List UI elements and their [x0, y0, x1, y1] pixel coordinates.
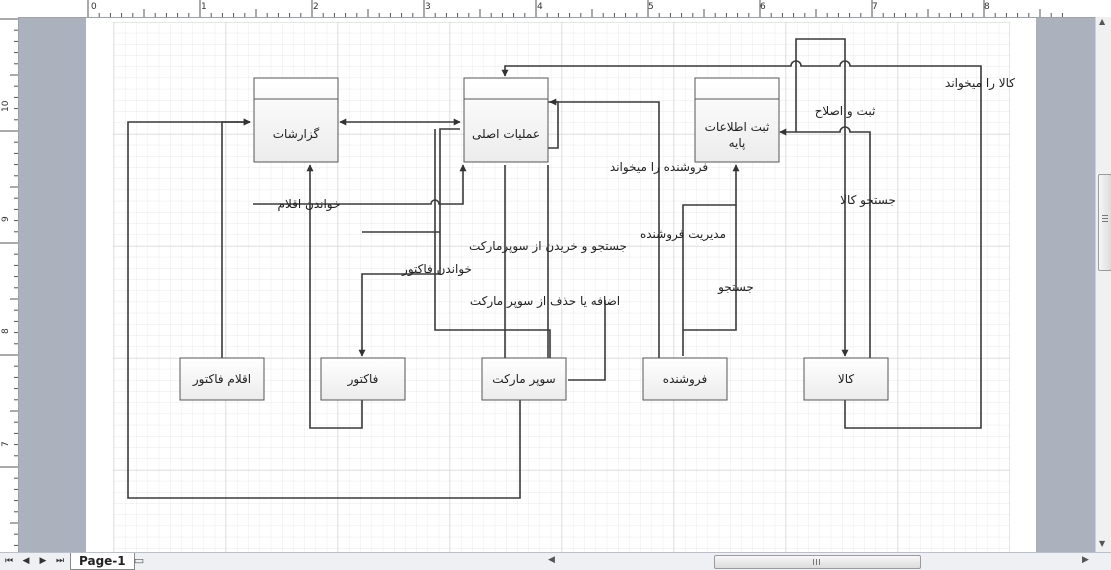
- ruler-top-8: 8: [984, 2, 990, 12]
- connector-search-goods: [795, 38, 849, 357]
- shape-main-ops-label: عملیات اصلی: [472, 127, 540, 141]
- ruler-left-7: 7: [1, 441, 11, 447]
- ruler-top-5: 5: [648, 2, 654, 12]
- label-search-buy[interactable]: جستجو و خریدن از سوپرمارکت: [469, 239, 627, 254]
- vertical-scrollbar[interactable]: ▲ ▼: [1095, 17, 1111, 552]
- ruler-top-7: 7: [872, 2, 878, 12]
- shape-seller-label: فروشنده: [663, 372, 707, 387]
- connector-main-to-supermarket-left: [434, 129, 551, 358]
- label-reads-seller[interactable]: فروشنده را میخواند: [610, 160, 708, 175]
- ruler-top-3: 3: [425, 2, 431, 12]
- connector-seller-mgmt: [682, 164, 740, 356]
- insert-page-icon[interactable]: ▭: [133, 554, 145, 567]
- label-add-remove[interactable]: اضافه یا حذف از سوپر مارکت: [470, 294, 620, 309]
- connector-add-remove: [568, 300, 606, 381]
- horizontal-scrollbar[interactable]: ◀ ▶: [546, 554, 1094, 569]
- shape-supermarket[interactable]: سوپر مارکت: [481, 357, 567, 401]
- vertical-ruler-ticks: 10 9 8 7: [0, 18, 18, 546]
- ruler-top-4: 4: [537, 2, 543, 12]
- label-search[interactable]: جستجو: [717, 280, 754, 295]
- shape-base-info[interactable]: ثبت اطلاعات پایه: [694, 77, 780, 163]
- next-page-icon[interactable]: ▶: [39, 556, 47, 566]
- shape-goods[interactable]: کالا: [803, 357, 889, 401]
- label-reads-goods[interactable]: کالا را میخواند: [945, 76, 1015, 91]
- connector-invoice-to-reports: [306, 164, 363, 429]
- label-read-items[interactable]: خواندن اقلام: [278, 197, 341, 212]
- ruler-top-1: 1: [201, 2, 207, 12]
- label-search-goods[interactable]: جستجو کالا: [840, 193, 896, 208]
- shape-goods-label: کالا: [838, 372, 855, 386]
- ruler-top-6: 6: [760, 2, 766, 12]
- connector-supermarket-to-reports: [127, 118, 521, 499]
- shape-reports[interactable]: گزارشات: [253, 77, 339, 163]
- connector-register-edit: [779, 126, 871, 358]
- shape-base-info-label-1: ثبت اطلاعات: [705, 120, 770, 134]
- ruler-top-2: 2: [313, 2, 319, 12]
- connector-search-seller: [683, 205, 737, 331]
- ruler-left-9: 9: [1, 216, 11, 222]
- ruler-top-0: 0: [91, 2, 97, 12]
- tab-page-1[interactable]: Page-1: [70, 553, 135, 570]
- shape-supermarket-label: سوپر مارکت: [492, 372, 555, 387]
- shape-reports-label: گزارشات: [273, 127, 320, 142]
- connector-reads-goods: [501, 60, 982, 429]
- scroll-right-icon[interactable]: ▶: [1082, 555, 1089, 565]
- shape-main-ops[interactable]: عملیات اصلی: [463, 77, 549, 163]
- horizontal-ruler-ticks: 0 1 2 3 4 5 6 7 8: [87, 0, 1063, 17]
- ruler-left-8: 8: [1, 328, 11, 334]
- shape-invoice-label: فاکتور: [347, 372, 379, 387]
- horizontal-scroll-thumb[interactable]: [714, 555, 921, 569]
- shape-seller[interactable]: فروشنده: [642, 357, 728, 401]
- last-page-icon[interactable]: ⏭: [55, 556, 65, 566]
- shape-invoice[interactable]: فاکتور: [320, 357, 406, 401]
- label-register-edit[interactable]: ثبت و اصلاح: [815, 104, 876, 119]
- vertical-ruler: 10 9 8 7: [0, 17, 19, 552]
- drawing-page[interactable]: گزارشات عملیات اصلی ثبت اطلاعات پایه اقل…: [86, 18, 1036, 552]
- scroll-down-icon[interactable]: ▼: [1099, 539, 1106, 548]
- connector-read-invoice: [358, 128, 460, 357]
- shape-invoice-items-label: اقلام فاکتور: [192, 372, 251, 387]
- label-read-invoice[interactable]: خواندن فاکتور: [401, 262, 472, 277]
- diagram: گزارشات عملیات اصلی ثبت اطلاعات پایه اقل…: [113, 22, 1015, 552]
- shape-base-info-label-2: پایه: [729, 136, 746, 150]
- horizontal-ruler: 0 1 2 3 4 5 6 7 8: [0, 0, 1111, 18]
- ruler-left-10: 10: [1, 100, 11, 112]
- shape-invoice-items[interactable]: اقلام فاکتور: [179, 357, 265, 401]
- vertical-scroll-thumb[interactable]: [1098, 174, 1111, 271]
- connector-reads-seller: [549, 98, 660, 358]
- prev-page-icon[interactable]: ◀: [22, 556, 30, 566]
- status-bar: ⏮ ◀ ▶ ⏭ Page-1 ▭ ◀ ▶: [0, 552, 1111, 570]
- scroll-left-icon[interactable]: ◀: [548, 555, 555, 565]
- first-page-icon[interactable]: ⏮: [4, 556, 14, 566]
- label-seller-mgmt[interactable]: مدیریت فروشنده: [640, 227, 726, 242]
- scroll-up-icon[interactable]: ▲: [1099, 17, 1106, 26]
